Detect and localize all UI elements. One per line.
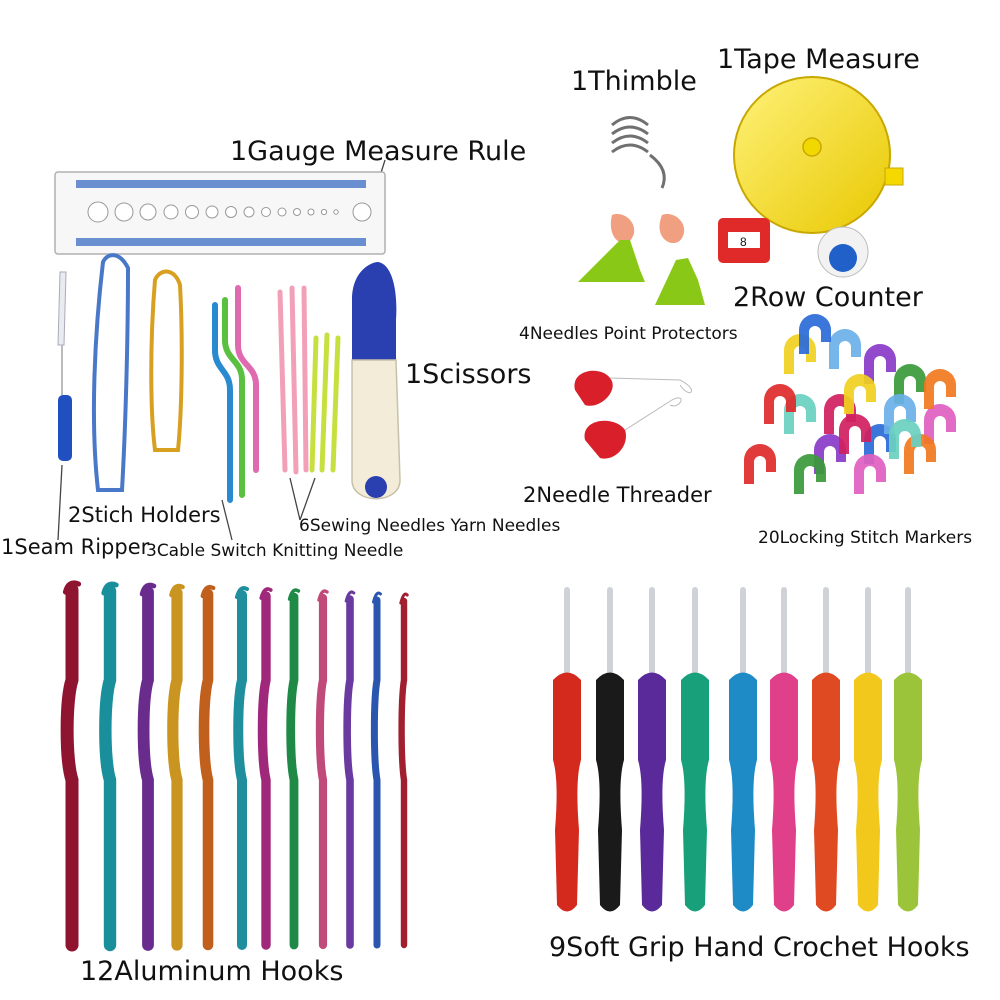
soft-grip-hook <box>812 587 840 912</box>
svg-text:8: 8 <box>740 235 747 249</box>
stitch-marker <box>884 394 916 434</box>
tape-measure-label: 1Tape Measure <box>717 44 920 75</box>
soft-grip-hook <box>638 587 666 912</box>
aluminum-hook <box>233 586 249 950</box>
aluminum-hooks-label: 12Aluminum Hooks <box>80 956 344 987</box>
soft-grip-hook <box>894 587 922 912</box>
aluminum-hook <box>370 591 382 949</box>
seam-ripper-label: 1Seam Ripper <box>1 535 150 559</box>
stitch-marker <box>864 344 896 384</box>
sewing-needles-label: 6Sewing Needles Yarn Needles <box>299 516 561 536</box>
needle-threader-label: 2Needle Threader <box>523 483 712 507</box>
row-counters: 8 <box>718 218 869 278</box>
thimble-label: 1Thimble <box>571 66 697 97</box>
aluminum-hook <box>398 592 409 949</box>
soft-grip-hook <box>854 587 882 912</box>
scissors <box>351 262 401 500</box>
scissors-label: 1Scissors <box>405 359 532 390</box>
soft-grip-hooks <box>553 587 922 912</box>
soft-grip-hooks-label: 9Soft Grip Hand Crochet Hooks <box>549 932 970 963</box>
soft-grip-hook <box>770 587 798 912</box>
stitch-marker <box>889 419 921 459</box>
cable-needles <box>212 285 259 503</box>
soft-grip-hook <box>553 587 581 912</box>
aluminum-hook <box>315 589 329 950</box>
stitch-marker <box>924 369 956 409</box>
aluminum-hook <box>198 584 216 951</box>
gauge-rule <box>54 171 386 255</box>
soft-grip-hook <box>681 587 709 912</box>
point-protectors-label: 4Needles Point Protectors <box>519 324 738 344</box>
soft-grip-hook <box>596 587 624 912</box>
stitch-marker <box>839 414 871 454</box>
aluminum-hook <box>99 581 119 952</box>
stitch-marker <box>794 454 826 494</box>
aluminum-hook <box>137 582 157 951</box>
stitch-marker <box>799 314 831 354</box>
aluminum-hook <box>286 588 301 950</box>
needle-threaders <box>574 370 692 459</box>
sewing-needles <box>277 285 341 475</box>
aluminum-hook <box>60 580 82 952</box>
stitch-marker <box>924 404 956 444</box>
aluminum-hook <box>257 587 273 950</box>
aluminum-hook <box>167 583 185 951</box>
stitch-marker <box>844 374 876 414</box>
stitch-marker <box>764 384 796 424</box>
stitch-marker <box>854 454 886 494</box>
thimble <box>611 116 666 189</box>
stitch-holders <box>91 253 184 492</box>
stitch-holders-label: 2Stich Holders <box>68 503 221 527</box>
stitch-marker <box>894 364 926 404</box>
stitch-markers <box>744 314 956 494</box>
aluminum-hook <box>343 590 356 949</box>
aluminum-hooks <box>60 580 409 952</box>
point-protectors <box>578 214 705 305</box>
soft-grip-hook <box>729 587 757 912</box>
cable-needle-label: 3Cable Switch Knitting Needle <box>146 541 404 561</box>
stitch-marker <box>744 444 776 484</box>
tape-measure <box>733 76 904 234</box>
row-counter-label: 2Row Counter <box>733 282 923 313</box>
gauge-rule-label: 1Gauge Measure Rule <box>230 136 527 167</box>
seam-ripper <box>57 271 72 461</box>
stitch-markers-label: 20Locking Stitch Markers <box>758 528 973 548</box>
stitch-marker <box>829 329 861 369</box>
